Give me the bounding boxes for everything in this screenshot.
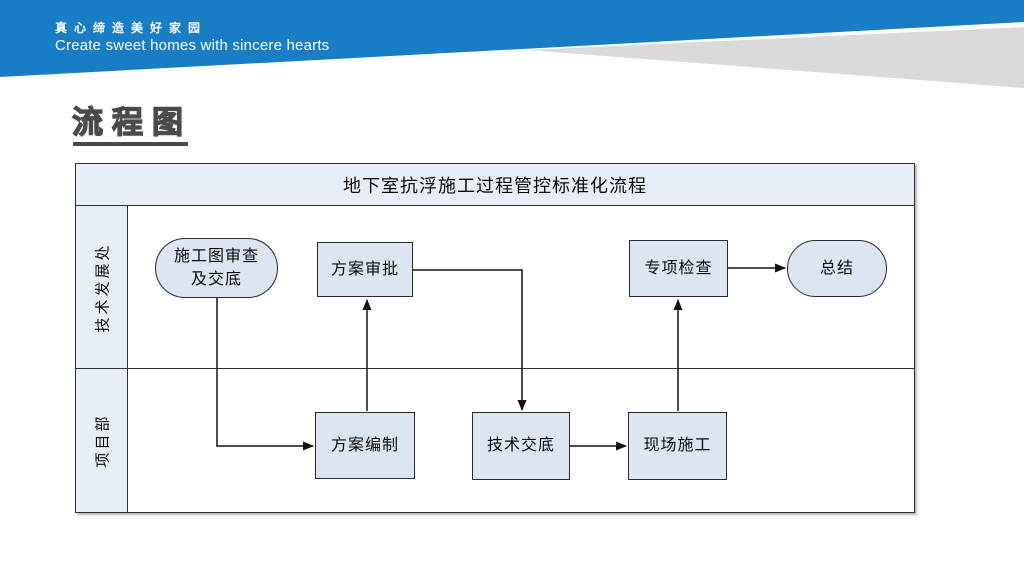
node-site-construction: 现场施工: [628, 412, 727, 480]
flowchart-header: 地下室抗浮施工过程管控标准化流程: [76, 164, 914, 206]
lane-label-text: 项目部: [95, 413, 112, 468]
slogan-english: Create sweet homes with sincere hearts: [55, 37, 330, 54]
node-plan-approval: 方案审批: [317, 242, 413, 297]
node-summary: 总结: [787, 240, 887, 297]
lane-label-technical-development: 技术发展处: [76, 206, 128, 368]
flowchart-table: 地下室抗浮施工过程管控标准化流程 技术发展处 项目部: [75, 163, 915, 513]
lane-label-text: 技术发展处: [95, 241, 112, 333]
node-drawing-review: 施工图审查 及交底: [155, 238, 278, 298]
title-underline: [73, 142, 188, 146]
page-title: 流程图: [71, 104, 192, 140]
banner-slogan: 真心缔造美好家园 Create sweet homes with sincere…: [55, 20, 329, 55]
top-banner: 真心缔造美好家园 Create sweet homes with sincere…: [0, 0, 1024, 92]
node-special-inspection: 专项检查: [629, 240, 728, 297]
node-plan-preparation: 方案编制: [315, 412, 415, 479]
slogan-chinese: 真心缔造美好家园: [55, 21, 208, 35]
lane-label-project-department: 项目部: [76, 369, 128, 512]
node-technical-disclosure: 技术交底: [472, 412, 570, 480]
